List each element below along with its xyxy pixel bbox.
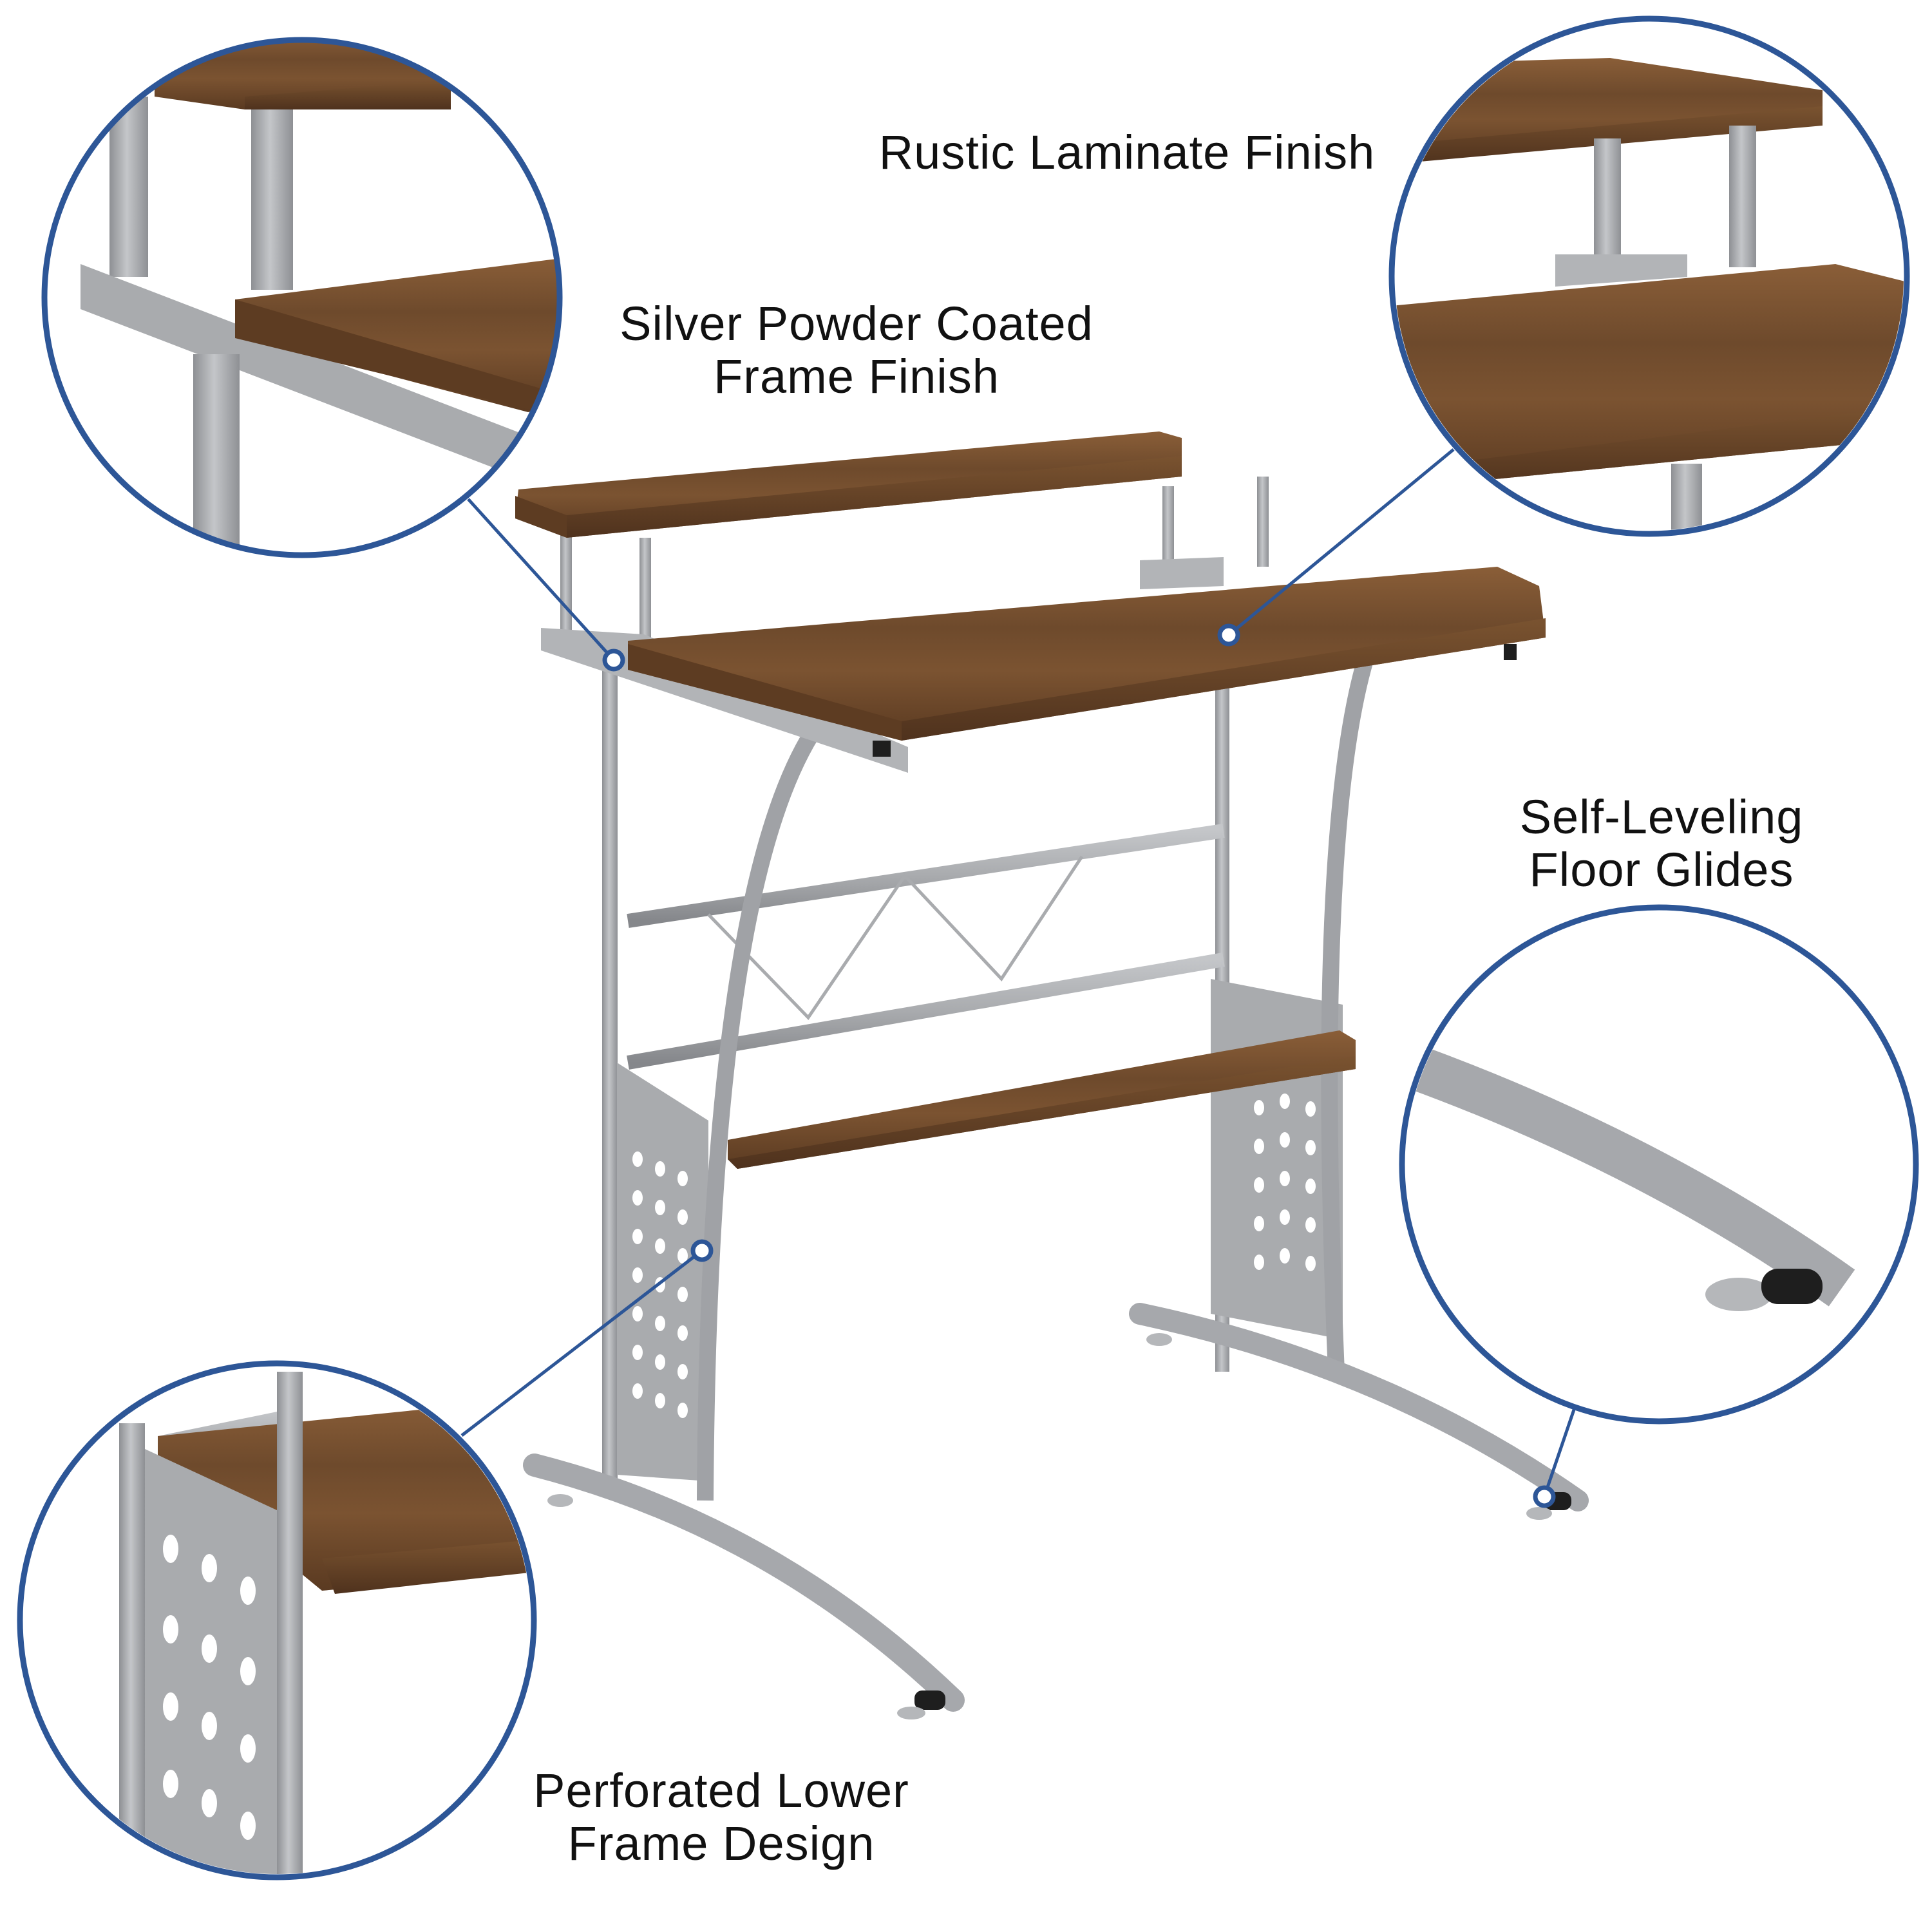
zoom-circle-floor-glides [1399, 904, 1919, 1425]
label-floor-glides-line-1: Self-Leveling [1519, 790, 1804, 844]
leader-line-frame-finish [467, 498, 615, 661]
callout-dot-frame-finish [602, 649, 625, 672]
callout-dot-floor-glides [1533, 1485, 1556, 1508]
zoom-circle-laminate-finish [1388, 15, 1910, 537]
callout-dot-perforated-frame [690, 1239, 714, 1262]
desk-product-image [515, 431, 1589, 1719]
zoom-circle-frame-finish [41, 37, 563, 558]
leader-line-floor-glides [1542, 1409, 1576, 1497]
callout-dot-laminate-finish [1217, 623, 1240, 647]
label-floor-glides-line-2: Floor Glides [1529, 843, 1794, 896]
label-perforated-frame-line-1: Perforated Lower [533, 1764, 909, 1817]
callout-dots [602, 623, 1556, 1508]
label-laminate-finish: Rustic Laminate Finish [844, 126, 1410, 179]
label-laminate-finish-line-1: Rustic Laminate Finish [878, 126, 1376, 179]
label-frame-finish-line-1: Silver Powder Coated [620, 297, 1094, 350]
zoom-circle-perforated-frame [17, 1360, 537, 1880]
leader-line-laminate-finish [1227, 448, 1455, 636]
leader-line-perforated-frame [460, 1249, 703, 1437]
callout-leaders [460, 448, 1576, 1497]
label-floor-glides: Self-Leveling Floor Glides [1468, 791, 1855, 896]
label-frame-finish-line-2: Frame Finish [714, 350, 999, 403]
label-perforated-frame-line-2: Frame Design [567, 1817, 875, 1870]
label-perforated-frame: Perforated Lower Frame Design [496, 1765, 947, 1870]
label-frame-finish: Silver Powder Coated Frame Finish [567, 298, 1146, 403]
